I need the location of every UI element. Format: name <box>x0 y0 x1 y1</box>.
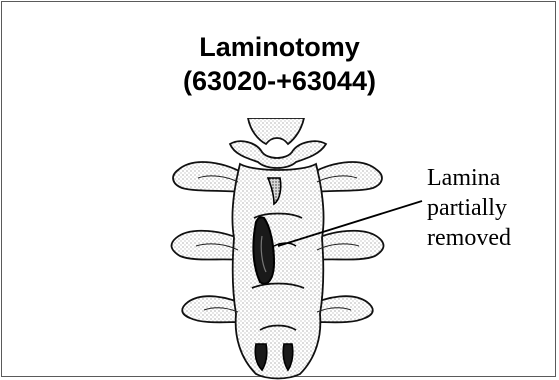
title-line-1: Laminotomy <box>2 30 557 64</box>
callout-line-3: removed <box>427 223 511 253</box>
vertebra-upper <box>230 118 326 168</box>
lamina-callout: Lamina partially removed <box>427 163 511 253</box>
title-line-2: (63020-+63044) <box>2 64 557 98</box>
spine-illustration <box>170 118 385 380</box>
callout-line-2: partially <box>427 193 511 223</box>
slide-title: Laminotomy (63020-+63044) <box>2 30 557 98</box>
callout-line-1: Lamina <box>427 163 511 193</box>
